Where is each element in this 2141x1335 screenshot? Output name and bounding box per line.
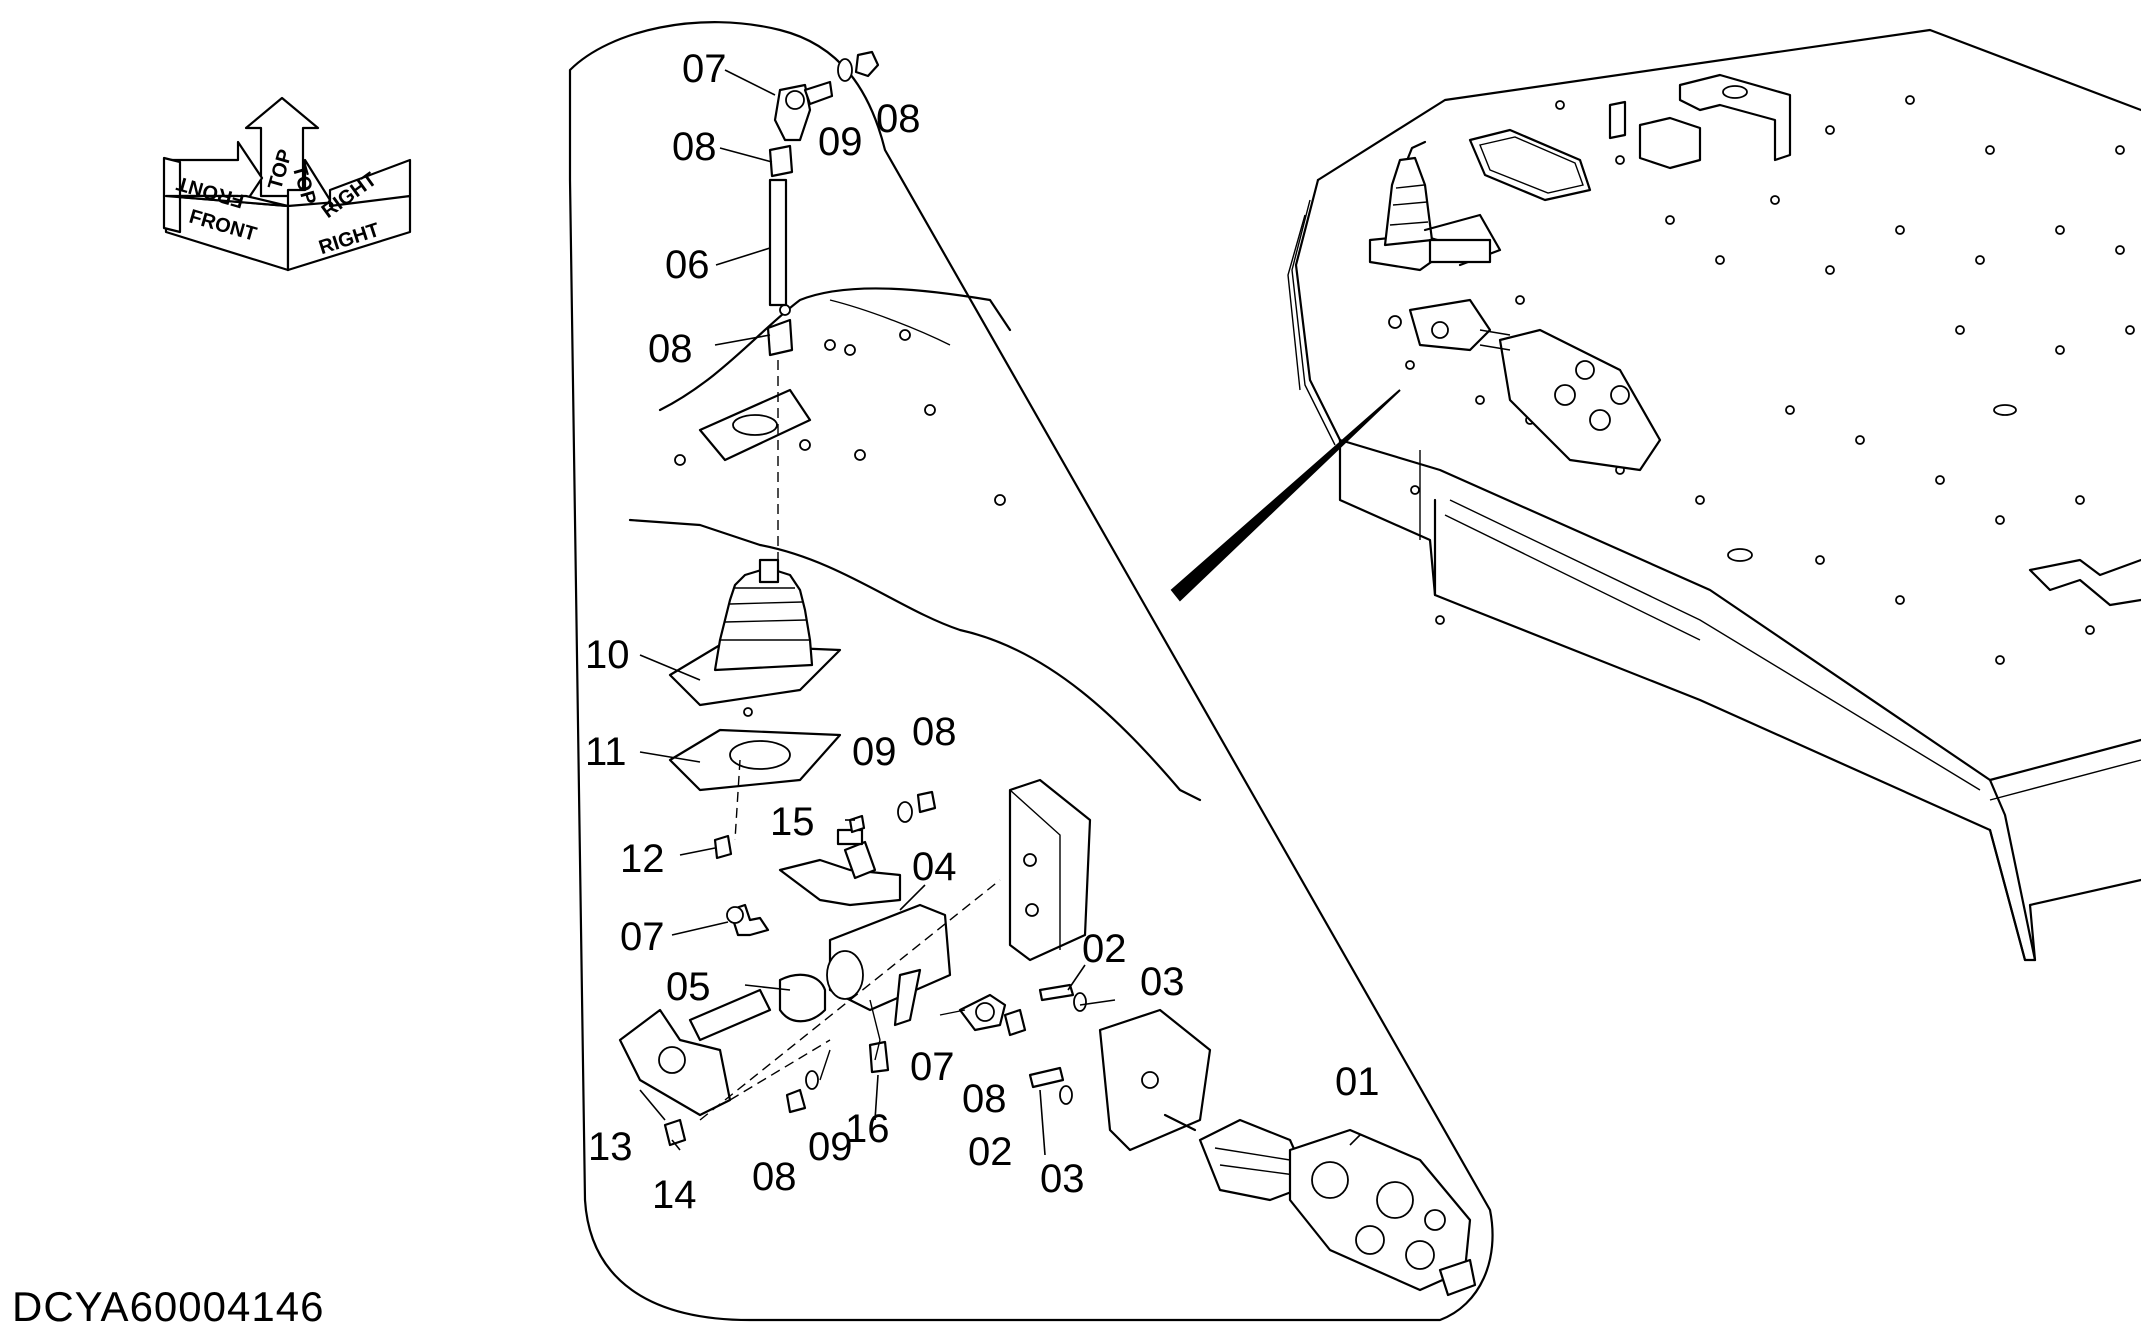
callout-08-bottom: 08 <box>752 1155 797 1199</box>
pilot-valve <box>1163 1113 1477 1297</box>
callout-08-top-right: 08 <box>876 97 921 141</box>
callout-08-upper: 08 <box>672 125 717 169</box>
callout-07-top: 07 <box>682 47 727 91</box>
callout-14: 14 <box>652 1173 697 1217</box>
callout-01: 01 <box>1335 1060 1380 1104</box>
callout-03-lower: 03 <box>1040 1157 1085 1201</box>
callout-09-lower: 09 <box>808 1125 853 1169</box>
mounting-bracket <box>1008 778 1212 1152</box>
callout-15: 15 <box>770 800 815 844</box>
callout-13: 13 <box>588 1125 633 1169</box>
callout-02-upper: 02 <box>1082 927 1127 971</box>
callout-09-mid: 09 <box>852 730 897 774</box>
callout-06: 06 <box>665 243 710 287</box>
callout-04: 04 <box>912 845 957 889</box>
callout-numbers: 07 08 09 08 06 08 10 11 09 08 15 12 04 0… <box>585 47 1380 1217</box>
callout-07-lower: 07 <box>910 1045 955 1089</box>
floor-plate-overview <box>1170 28 2141 962</box>
detail-lobe-outline <box>568 21 1494 1322</box>
orientation-arrows-icon: FRONT FRONT TOP TOP RIGHT RIGHT <box>162 96 412 272</box>
callout-08-lower: 08 <box>962 1077 1007 1121</box>
callout-03-upper: 03 <box>1140 960 1185 1004</box>
callout-leaders <box>639 69 1361 1156</box>
callout-05: 05 <box>666 965 711 1009</box>
callout-08-mid: 08 <box>648 327 693 371</box>
lever-bracket-assembly <box>618 828 1001 1121</box>
cab-floor-fragment <box>628 287 1202 802</box>
callout-09-top: 09 <box>818 120 863 164</box>
callout-16: 16 <box>845 1107 890 1151</box>
callout-10: 10 <box>585 633 630 677</box>
callout-12: 12 <box>620 837 665 881</box>
callout-07-mid: 07 <box>620 915 665 959</box>
hardware-fasteners <box>663 790 1087 1147</box>
callout-02-lower: 02 <box>968 1130 1013 1174</box>
callout-11: 11 <box>585 730 627 774</box>
document-id: DCYA60004146 <box>12 1283 325 1330</box>
overview-holes <box>1405 95 2135 665</box>
boot-assembly <box>668 558 842 841</box>
callout-08-right: 08 <box>912 710 957 754</box>
lever-rod-assembly <box>766 50 880 560</box>
